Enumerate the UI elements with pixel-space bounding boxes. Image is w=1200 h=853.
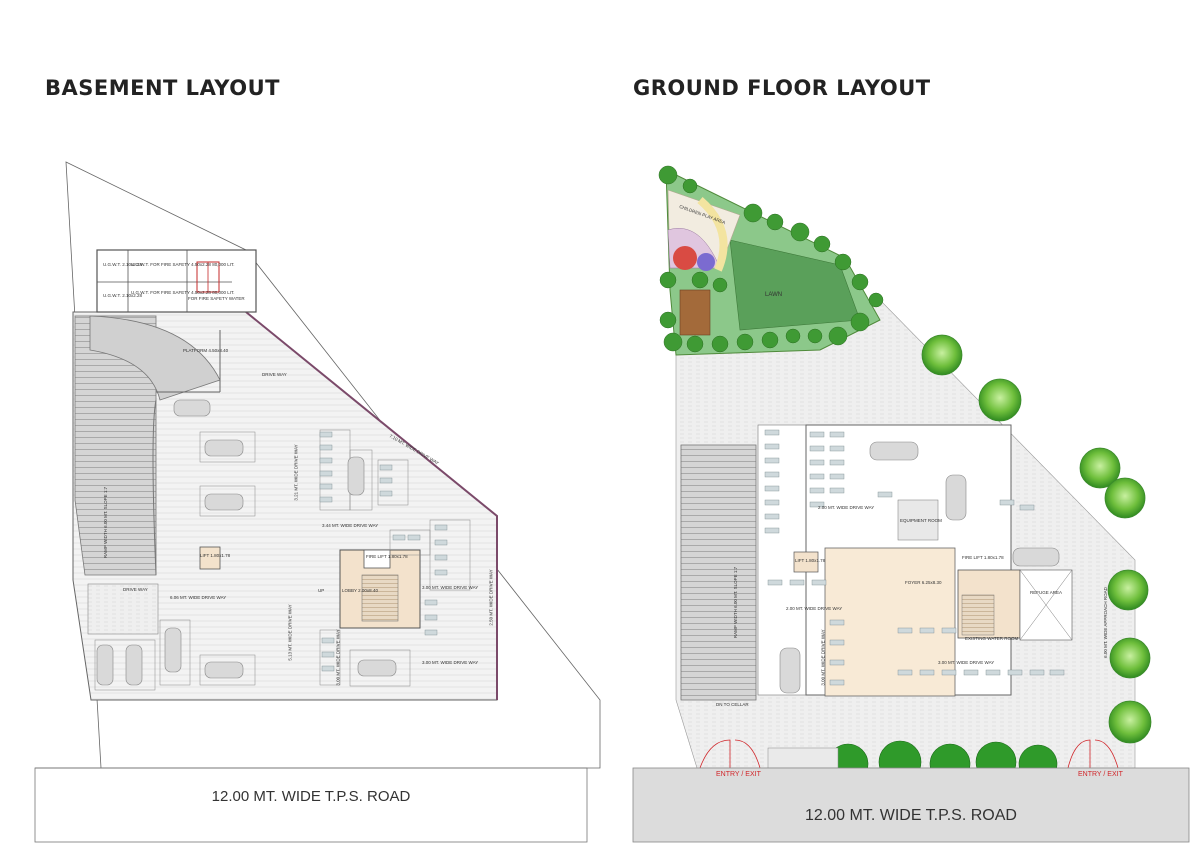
label-platform: PLATFORM 4.50x8.40 xyxy=(183,348,229,353)
label-drive-300a: 3.00 MT. WIDE DRIVE WAY xyxy=(422,585,479,590)
label-ugwt-1: U.G.W.T. 2.10x2.28 xyxy=(103,262,143,267)
basement-plan xyxy=(34,161,601,843)
label-fire-water: FOR FIRE SAFETY WATER xyxy=(188,296,245,301)
label-drive-300b: 3.00 MT. WIDE DRIVE WAY xyxy=(422,660,479,665)
label-up: UP xyxy=(318,588,325,593)
label-ramp: RAMP WIDTH 6.00 MT. SLOPE 1:7 xyxy=(103,486,109,559)
label-lobby: LOBBY 2.00x8.40 xyxy=(342,588,378,593)
basement-layout-title: BASEMENT LAYOUT xyxy=(45,76,280,100)
label-drive-way-top: DRIVE WAY xyxy=(262,372,287,377)
label-ugwt-fire-1: U.G.W.T. FOR FIRE SAFETY 4.50x2.28 80,00… xyxy=(131,262,235,267)
label-lift-g: LIFT 1.80x1.78 xyxy=(795,558,826,563)
label-drive-200b: 2.00 MT. WIDE DRIVE WAY xyxy=(786,606,843,611)
ground-floor-plan xyxy=(632,165,1190,843)
label-drive-344: 3.44 MT. WIDE DRIVE WAY xyxy=(322,523,379,528)
label-drive-308: 3.00 MT. WIDE DRIVE WAY xyxy=(335,629,341,686)
label-dn-cellar: DN TO CELLAR xyxy=(716,702,749,707)
label-ugwt-2: U.G.W.T. 2.10x2.28 xyxy=(103,293,143,298)
label-lift: LIFT 1.80x1.78 xyxy=(200,553,231,558)
label-fire-lift: FIRE LIFT 1.80x1.78 xyxy=(366,554,408,559)
label-foyer: FOYER 6.25x8.30 xyxy=(905,580,942,585)
ground-road-label: 12.00 MT. WIDE T.P.S. ROAD xyxy=(805,807,1017,824)
label-equipment-room: EQUIPMENT ROOM xyxy=(900,518,942,523)
label-drive-300: 3.00 MT. WIDE DRIVE WAY xyxy=(938,660,995,665)
ground-floor-layout-title: GROUND FLOOR LAYOUT xyxy=(633,76,931,100)
label-fire-lift-g: FIRE LIFT 1.80x1.78 xyxy=(962,555,1004,560)
label-drive-606: 6.06 MT. WIDE DRIVE WAY xyxy=(170,595,227,600)
label-lawn: LAWN xyxy=(765,292,783,298)
label-drive-300b: 3.00 MT. WIDE DRIVE WAY xyxy=(820,629,826,686)
label-refuge: REFUGE AREA xyxy=(1030,590,1063,595)
label-drive-321: 3.21 MT. WIDE DRIVE WAY xyxy=(293,444,299,501)
basement-road-label: 12.00 MT. WIDE T.P.S. ROAD xyxy=(211,788,411,805)
entry-exit-right: ENTRY / EXIT xyxy=(1078,771,1123,778)
label-drive-513: 5.13 MT. WIDE DRIVE WAY xyxy=(287,604,293,661)
label-ugwt-fire-2: U.G.W.T. FOR FIRE SAFETY 4.50x2.28 80,00… xyxy=(131,290,235,295)
label-existing-water: EXISTING WATER ROOM xyxy=(965,636,1019,641)
label-ramp-g: RAMP WIDTH 6.00 MT. SLOPE 1:7 xyxy=(733,566,739,639)
label-drive-200: 2.00 MT. WIDE DRIVE WAY xyxy=(818,505,875,510)
label-drive-250: 2.50 MT. WIDE DRIVE WAY xyxy=(488,569,494,626)
label-approach-road: 6.00 MT. WIDE APPROACH ROAD xyxy=(1102,587,1108,658)
entry-exit-left: ENTRY / EXIT xyxy=(716,771,761,778)
label-drive-way-bottom: DRIVE WAY xyxy=(123,587,148,592)
